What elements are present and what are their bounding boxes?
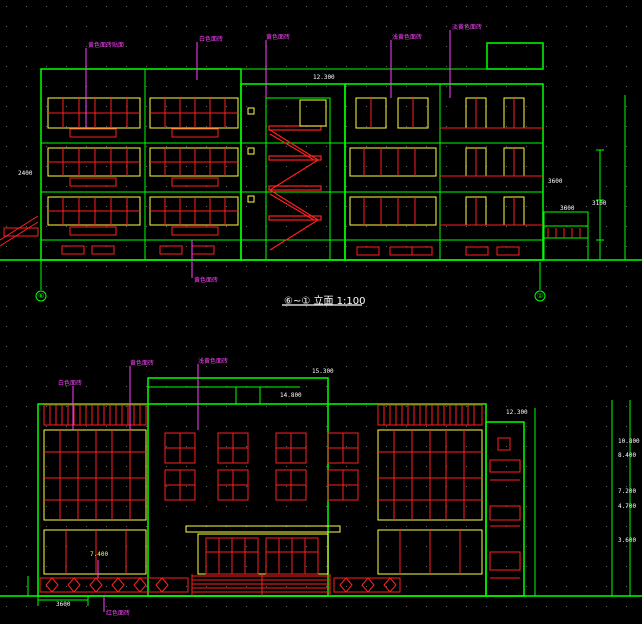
side-level-4: 4.700 — [618, 503, 637, 510]
side-level-3: 7.200 — [618, 488, 637, 495]
dim-bottom-right: 12.300 — [506, 409, 528, 416]
right-annex — [543, 211, 589, 261]
stair-flights — [268, 125, 322, 251]
dim-bottom-mid: 14.800 — [280, 392, 302, 399]
right-annex-stair — [547, 228, 581, 238]
dim-bottom-left-base: 3600 — [56, 601, 71, 608]
top-louvers — [43, 404, 483, 426]
note-bottom-4: 红色面砖 — [106, 610, 131, 617]
note-top-1: 黄色面砖贴面 — [88, 42, 125, 49]
bottom-elevation — [0, 364, 642, 612]
note-bottom-2: 黄色面砖 — [130, 360, 155, 367]
dim-right-a: 3600 — [548, 178, 563, 185]
bottom-right-dim-lines — [534, 400, 631, 596]
stair-tower-windows — [247, 99, 327, 203]
note-top-6: 黄色面砖 — [194, 277, 219, 284]
side-level-2: 8.400 — [618, 452, 637, 459]
note-top-3: 黄色面砖 — [266, 34, 291, 41]
dim-bottom-stair: 7.400 — [90, 551, 109, 558]
axis-bubble-right — [534, 290, 546, 302]
dim-bottom-top: 15.300 — [312, 368, 334, 375]
bottom-leaders — [72, 364, 199, 612]
front-balustrade — [39, 577, 401, 593]
top-right-dim-lines — [596, 95, 626, 260]
bottom-left-dims — [27, 404, 89, 606]
note-bottom-3: 浅黄色面砖 — [198, 358, 229, 365]
axis-bubble-left — [35, 290, 47, 302]
dim-roof-top: 12.300 — [313, 74, 335, 81]
top-leaders — [85, 30, 451, 278]
side-tower-details — [489, 437, 521, 579]
note-top-2: 白色面砖 — [199, 36, 224, 43]
top-left-mullions — [48, 98, 238, 225]
dim-right-b: 3100 — [592, 200, 607, 207]
wing-window-grid — [44, 430, 482, 574]
entrance-canopy — [185, 525, 341, 575]
dim-left-top: 2400 — [18, 170, 33, 177]
entrance-doors — [205, 537, 319, 575]
top-planters — [69, 128, 219, 236]
left-external-stair — [0, 215, 39, 247]
top-right-mullions — [363, 98, 543, 226]
note-bottom-1: 白色面砖 — [58, 380, 83, 387]
right-block-outline — [344, 83, 544, 261]
central-windows — [164, 432, 359, 501]
top-elevation — [0, 30, 642, 306]
stair-core — [265, 97, 331, 261]
right-side-tower — [485, 421, 525, 597]
entrance-steps — [191, 574, 331, 596]
axis-label-left: ⑥ — [38, 292, 45, 300]
axis-label-right: ① — [537, 292, 544, 300]
side-level-1: 10.800 — [618, 438, 640, 445]
note-top-5: 淡黄色面砖 — [452, 24, 483, 31]
note-top-4: 浅黄色面砖 — [392, 34, 423, 41]
elevation-title: ⑥~① 立面 1:100 — [284, 296, 366, 307]
side-level-5: 3.600 — [618, 537, 637, 544]
dim-right-c: 3600 — [560, 205, 575, 212]
